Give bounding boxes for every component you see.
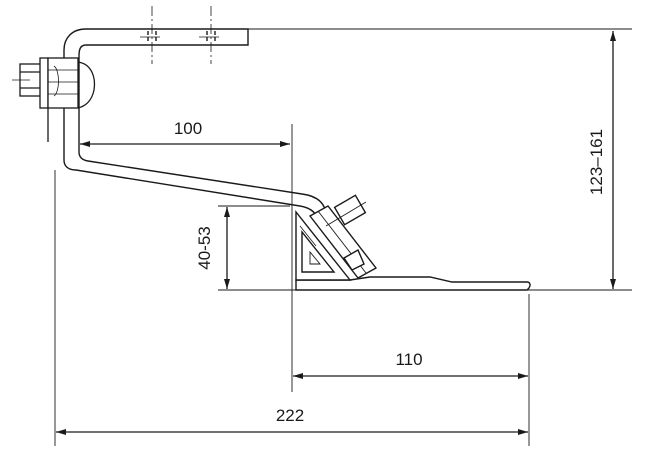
- dim-label-total-height: 123–161: [587, 129, 606, 195]
- clamp-bracket: [295, 194, 378, 281]
- dim-label-offset: 100: [174, 119, 202, 138]
- dim-label-height-range: 40-53: [195, 226, 214, 269]
- dim-label-base-length: 110: [395, 350, 422, 369]
- base-plate: [295, 276, 531, 291]
- dim-label-total-length: 222: [276, 406, 304, 425]
- hook-arm: [63, 6, 327, 225]
- top-bolt-nut: [12, 57, 96, 142]
